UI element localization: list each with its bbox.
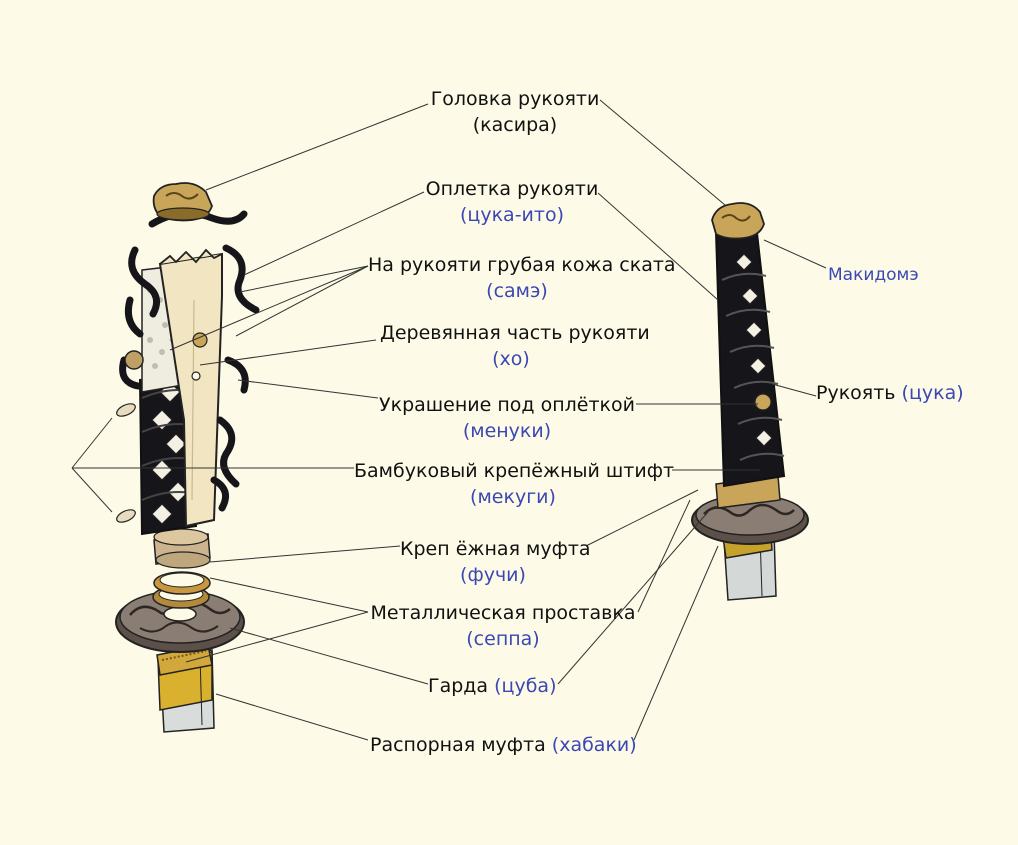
label-mekugi-ru: Бамбуковый крепёжный штифт [354,460,675,482]
label-same-ru: На рукояти грубая кожа ската [368,254,676,276]
label-mekugi-jp: (мекуги) [470,486,556,508]
leader-lines [71,99,827,741]
label-tsuka-ru: Рукоять [816,382,896,404]
right-wrapped-handle [714,222,786,488]
label-ho-ru: Деревянная часть рукояти [380,322,650,344]
label-fuchi: Креп ёжная муфта (фучи) [400,536,591,588]
label-habaki-ru: Распорная муфта [370,734,546,756]
left-kashira [152,182,213,222]
left-seppa [152,571,211,609]
label-tsuka: Рукоять (цука) [816,380,964,406]
label-tsuba-ru: Гарда [428,675,489,697]
label-tsuka-ito-jp: (цука-ито) [459,204,565,226]
label-seppa-jp: (сеппа) [466,628,540,650]
label-menuki: Украшение под оплёткой (менуки) [378,392,636,444]
label-seppa: Металлическая проставка (сеппа) [368,600,638,652]
label-kashira-ru: Головка рукояти [430,88,600,110]
left-mekugi-pegs [116,403,136,523]
label-habaki-jp: (хабаки) [551,734,637,756]
label-fuchi-ru: Креп ёжная муфта [400,538,591,560]
label-tsuka-jp: (цука) [901,382,964,404]
left-loose-cord [119,209,260,512]
label-kashira-jp: (касира) [472,114,558,136]
label-menuki-ru: Украшение под оплёткой [379,394,635,416]
label-kashira: Головка рукояти (касира) [430,86,600,138]
left-tsuba [115,590,245,653]
label-habaki: Распорная муфта (хабаки) [370,732,637,758]
exploded-hilt-illustration [115,182,260,733]
label-tsuka-ito-ru: Оплетка рукояти [425,178,599,200]
label-menuki-jp: (менуки) [462,420,552,442]
label-tsuka-ito: Оплетка рукояти (цука-ито) [424,176,600,228]
right-kashira [711,202,765,240]
label-seppa-ru: Металлическая проставка [370,602,636,624]
label-same-jp: (самэ) [486,280,548,302]
assembled-hilt-illustration [691,202,809,601]
left-menuki [124,332,208,370]
label-tsuba-jp: (цуба) [494,675,557,697]
label-makidome: Макидомэ [828,262,919,288]
left-wood-core [158,248,223,528]
label-tsuba: Гарда (цуба) [428,673,557,699]
label-mekugi: Бамбуковый крепёжный штифт (мекуги) [354,458,675,510]
label-ho-jp: (хо) [492,348,530,370]
left-fuchi [153,528,211,569]
label-ho: Деревянная часть рукояти (хо) [380,320,650,372]
label-fuchi-jp: (фучи) [460,564,526,586]
label-same: На рукояти грубая кожа ската (самэ) [368,252,676,304]
label-makidome-jp: Макидомэ [828,265,919,285]
